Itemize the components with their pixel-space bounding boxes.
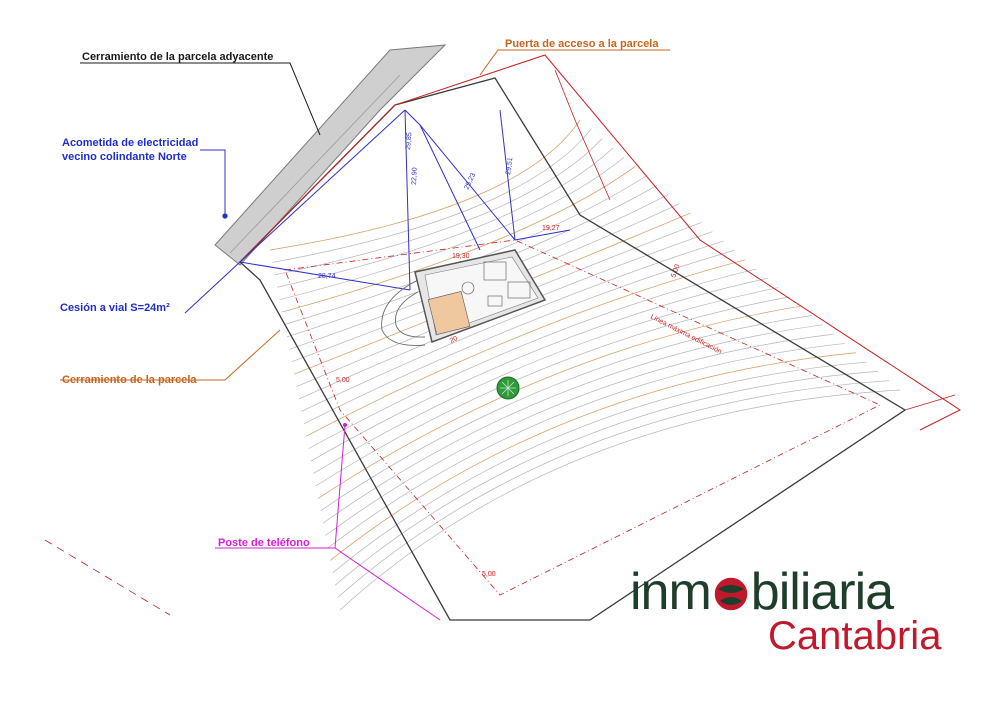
logo-word-right: biliaria xyxy=(750,563,894,621)
contour-line xyxy=(334,371,878,586)
contour-line xyxy=(322,324,823,524)
contour-line xyxy=(277,147,614,288)
driveway xyxy=(381,279,426,346)
contour-line xyxy=(306,259,746,437)
contour-line xyxy=(327,343,845,549)
logo-word-left: inm xyxy=(630,563,712,621)
logo-globe-icon xyxy=(713,576,749,612)
label-building-line: Línea máxima edificación xyxy=(649,314,723,356)
annotation-leaders xyxy=(44,49,670,621)
contour-line xyxy=(303,250,735,425)
label-road-cession: Cesión a vial S=24m² xyxy=(60,302,170,314)
label-electricity-line2: vecino colindante Norte xyxy=(62,151,187,163)
contour-line xyxy=(284,175,647,325)
contour-line xyxy=(281,166,636,313)
label-adjacent-fence: Cerramiento de la parcela adyacente xyxy=(82,51,273,63)
adjacent-road xyxy=(214,44,447,266)
contour-line xyxy=(332,361,867,574)
dim-7: 28,74 xyxy=(318,273,336,280)
contour-line xyxy=(330,352,856,561)
dim-5: 19,27 xyxy=(542,225,560,232)
contour-lines xyxy=(269,119,901,611)
dim-3: 25,23 xyxy=(463,172,477,191)
contour-line xyxy=(337,380,889,598)
contour-line xyxy=(274,138,603,276)
plot-boundary xyxy=(239,54,962,621)
contour-line xyxy=(315,296,790,487)
dim-6: 19,30 xyxy=(452,253,470,260)
measurement-lines xyxy=(184,109,571,314)
label-plot-fence: Cerramiento de la parcela xyxy=(62,374,197,386)
company-logo: inm biliaria Cantabria xyxy=(630,562,960,662)
contour-line xyxy=(279,156,625,300)
tree-icon xyxy=(496,376,520,400)
contour-line xyxy=(269,119,581,251)
contour-line xyxy=(310,277,768,462)
dim-1: 29,85 xyxy=(405,132,414,150)
setback-line xyxy=(284,239,881,596)
contour-line xyxy=(339,389,901,611)
label-phone-pole: Poste de teléfono xyxy=(218,537,310,549)
dim-2: 22,90 xyxy=(411,167,419,185)
contour-line xyxy=(325,333,834,536)
dim-8: 5,00 xyxy=(336,377,350,384)
logo-word: inm biliaria xyxy=(630,562,894,622)
contour-line xyxy=(320,315,812,511)
dim-10: 5,00 xyxy=(670,263,681,278)
label-electricity-line1: Acometida de electricidad xyxy=(62,137,198,149)
dim-9: 5,00 xyxy=(482,571,496,578)
contour-line xyxy=(318,305,801,499)
contour-line xyxy=(313,287,779,474)
contour-line xyxy=(272,129,592,263)
contour-line xyxy=(301,240,724,412)
label-access-gate: Puerta de acceso a la parcela xyxy=(505,38,659,50)
logo-subtitle: Cantabria xyxy=(768,614,942,658)
house-footprint xyxy=(414,249,547,343)
dim-11: 20 xyxy=(449,335,459,345)
dim-4: 29,51 xyxy=(505,157,514,175)
